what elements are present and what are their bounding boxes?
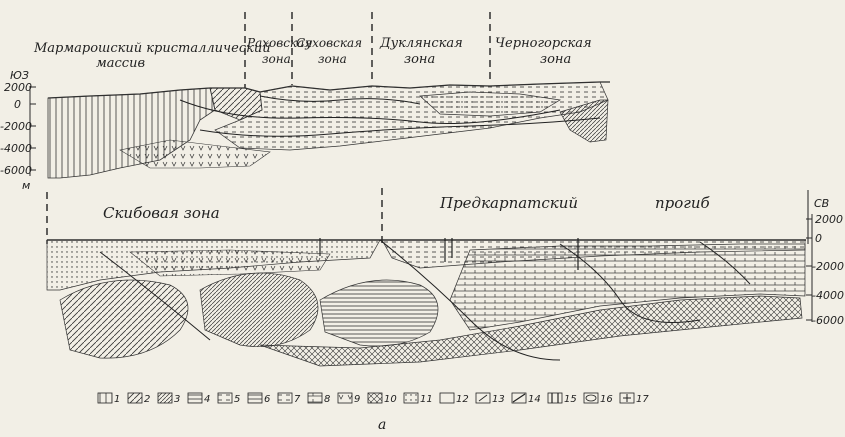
legend-item-12: 12 [440, 393, 469, 405]
unit-skyba-folded-3 [320, 280, 438, 346]
unit-flysch-upper [215, 82, 608, 150]
svg-text:4: 4 [204, 394, 210, 405]
legend-item-7: 7 [278, 393, 301, 405]
upper-tick-minus4000: -4000 [0, 142, 32, 155]
unit-skyba-folded-2 [200, 273, 318, 347]
legend-item-1: 1 [98, 393, 120, 405]
legend-item-10: 10 [368, 393, 397, 405]
svg-text:6: 6 [264, 394, 270, 405]
upper-unit-label: м [22, 179, 30, 192]
svg-text:14: 14 [528, 394, 541, 405]
lower-direction-label: СВ [814, 197, 829, 210]
lower-section: Скибовая зона Предкарпатский прогиб СВ 2… [47, 188, 844, 366]
zone-label-chornohora-2: зона [540, 52, 571, 67]
svg-text:1: 1 [114, 394, 120, 405]
legend-item-11: 11 [404, 393, 433, 405]
upper-section: Мармарошский кристаллический массив Рахо… [0, 12, 610, 192]
upper-tick-minus2000: -2000 [0, 120, 32, 133]
legend-item-9: 9 [338, 393, 360, 405]
unit-skyba-folded-1 [60, 280, 188, 358]
svg-text:5: 5 [234, 394, 240, 405]
lower-tick-minus4000: -4000 [812, 289, 844, 302]
svg-text:3: 3 [174, 394, 180, 405]
legend-item-14: 14 [512, 393, 541, 405]
svg-text:13: 13 [492, 394, 505, 405]
zone-label-marmarosh-1: Мармарошский кристаллический [33, 41, 271, 56]
svg-text:8: 8 [324, 394, 330, 405]
zone-label-skyba: Скибовая зона [103, 204, 220, 222]
legend-item-17: 17 [620, 393, 649, 405]
lower-tick-0: 0 [815, 232, 822, 245]
svg-text:16: 16 [600, 394, 613, 405]
svg-text:15: 15 [564, 394, 577, 405]
lower-tick-2000: 2000 [815, 213, 843, 226]
upper-tick-minus6000: -6000 [0, 164, 32, 177]
legend: 1 2 3 4 5 6 7 8 [98, 393, 649, 405]
upper-section-body [48, 82, 610, 178]
svg-text:11: 11 [420, 394, 433, 405]
zone-label-marmarosh-2: массив [96, 56, 145, 71]
svg-text:9: 9 [354, 394, 360, 405]
legend-item-5: 5 [218, 393, 240, 405]
unit-skyba-volcanic [130, 250, 330, 276]
legend-item-8: 8 [308, 393, 330, 405]
legend-item-13: 13 [476, 393, 505, 405]
zone-label-duklya-1: Дуклянская [379, 36, 463, 51]
figure-caption: а [378, 417, 386, 433]
zone-label-sukhiv-2: зона [318, 52, 347, 66]
lower-section-body [47, 238, 806, 366]
legend-item-6: 6 [248, 393, 270, 405]
legend-item-15: 15 [548, 393, 577, 405]
svg-text:2: 2 [144, 394, 150, 405]
legend-item-4: 4 [188, 393, 210, 405]
svg-text:7: 7 [294, 394, 301, 405]
upper-tick-2000: 2000 [4, 81, 32, 94]
svg-text:17: 17 [636, 394, 649, 405]
upper-tick-0: 0 [14, 98, 21, 111]
lower-tick-minus2000: -2000 [812, 260, 844, 273]
legend-item-16: 16 [584, 393, 613, 405]
legend-item-3: 3 [158, 393, 180, 405]
svg-text:12: 12 [456, 394, 469, 405]
zone-label-rakhiv-2: зона [262, 52, 291, 66]
zone-label-sukhiv-1: Суховская [296, 36, 362, 50]
lower-tick-minus6000: -6000 [812, 314, 844, 327]
svg-text:10: 10 [384, 394, 397, 405]
legend-item-2: 2 [128, 393, 150, 405]
zone-label-trough: прогиб [655, 194, 711, 212]
zone-label-chornohora-1: Черногорская [495, 36, 592, 51]
zone-label-carpathian-foredeep: Предкарпатский [439, 194, 578, 212]
zone-label-duklya-2: зона [404, 52, 435, 67]
